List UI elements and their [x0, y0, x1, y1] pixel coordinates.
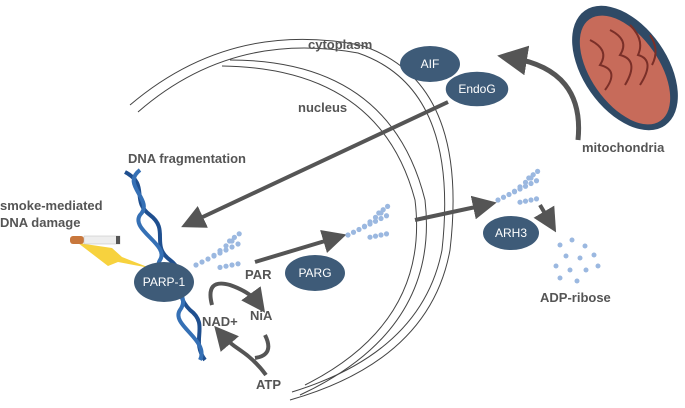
- par-unit: [522, 179, 529, 185]
- par-unit: [236, 231, 242, 237]
- node-arh3: ARH3: [483, 216, 539, 250]
- arrow-par-to-parg: [254, 229, 347, 264]
- par-unit: [199, 259, 205, 265]
- par-unit: [372, 218, 379, 224]
- par-unit: [522, 183, 529, 189]
- par-unit: [378, 232, 384, 238]
- atp-label: ATP: [256, 377, 281, 392]
- par-unit: [227, 238, 233, 244]
- par-unit: [500, 194, 507, 200]
- adp-ribose-label: ADP-ribose: [540, 290, 611, 305]
- arrow-par-to-arh3: [414, 195, 497, 222]
- par-unit: [223, 247, 229, 253]
- par-unit: [235, 261, 241, 267]
- par-label: PAR: [245, 267, 272, 282]
- par-unit: [372, 214, 379, 220]
- par-unit: [528, 197, 534, 203]
- node-endog: EndoG: [444, 70, 510, 108]
- nuclear-envelope: [221, 59, 427, 396]
- par-unit: [383, 231, 390, 237]
- par-unit: [372, 233, 379, 239]
- par-unit: [383, 213, 390, 219]
- par-unit: [511, 188, 518, 194]
- arrow-arh3-to-adpribose: [533, 203, 557, 233]
- cigarette-icon: [70, 235, 121, 245]
- parg-label: PARG: [298, 266, 331, 280]
- par-unit: [193, 262, 199, 268]
- par-unit: [528, 180, 534, 187]
- node-aif: AIF: [400, 46, 460, 82]
- par-unit: [385, 203, 391, 209]
- arh3-label: ARH3: [495, 226, 527, 240]
- par-unit: [350, 229, 357, 235]
- cytoplasm-label: cytoplasm: [308, 37, 372, 52]
- par-unit: [533, 178, 540, 184]
- mitochondria-label: mitochondria: [582, 140, 665, 155]
- par-unit: [345, 232, 351, 238]
- nia-label: NiA: [250, 308, 273, 323]
- node-parg: PARG: [285, 255, 345, 291]
- smoke-label-line1: smoke-mediated: [0, 198, 103, 213]
- adp-ribose-dots: [553, 237, 601, 284]
- dna-helix: [123, 168, 207, 362]
- par-unit: [231, 234, 237, 240]
- par-unit: [217, 248, 223, 254]
- par-unit: [211, 252, 217, 258]
- arrow-atp-to-nad: [222, 335, 271, 377]
- par-unit: [380, 207, 386, 213]
- par-unit: [522, 198, 529, 204]
- par-unit: [533, 196, 540, 202]
- par-unit: [517, 184, 523, 190]
- par-unit: [205, 256, 211, 262]
- par-unit: [495, 197, 501, 203]
- par-unit: [235, 241, 241, 247]
- par-chain-3: [495, 168, 541, 205]
- par-unit: [361, 223, 368, 229]
- par-unit: [217, 264, 223, 270]
- par-unit: [229, 244, 235, 250]
- par-unit: [378, 215, 384, 222]
- parp1-label: PARP-1: [143, 275, 186, 289]
- endog-label: EndoG: [458, 82, 495, 96]
- par-unit: [535, 168, 541, 174]
- par-unit: [517, 199, 523, 205]
- aif-label: AIF: [421, 57, 440, 71]
- dna-fragmentation-label: DNA fragmentation: [128, 151, 246, 166]
- damage-bolt: [78, 243, 150, 268]
- arrow-endog-to-dna: [181, 100, 449, 228]
- arrow-mito-to-aif: [497, 45, 582, 141]
- par-unit: [356, 226, 362, 233]
- par-chain-2: [345, 203, 391, 240]
- arrow-nad-to-nia: [208, 281, 266, 313]
- par-unit: [526, 175, 532, 181]
- cell-membrane: [129, 38, 454, 401]
- par-unit: [530, 172, 536, 178]
- nucleus-label: nucleus: [298, 100, 347, 115]
- mitochondrion-image: [572, 5, 678, 131]
- par-unit: [367, 219, 373, 225]
- node-parp1: PARP-1: [134, 262, 194, 302]
- smoke-label-line2: DNA damage: [0, 215, 80, 230]
- par-chain-1: [193, 231, 242, 270]
- par-unit: [506, 191, 512, 198]
- nad-label: NAD+: [202, 314, 238, 329]
- par-unit: [223, 243, 229, 249]
- par-unit: [367, 234, 373, 240]
- par-unit: [223, 263, 229, 269]
- par-unit: [229, 262, 235, 268]
- par-unit: [376, 210, 382, 216]
